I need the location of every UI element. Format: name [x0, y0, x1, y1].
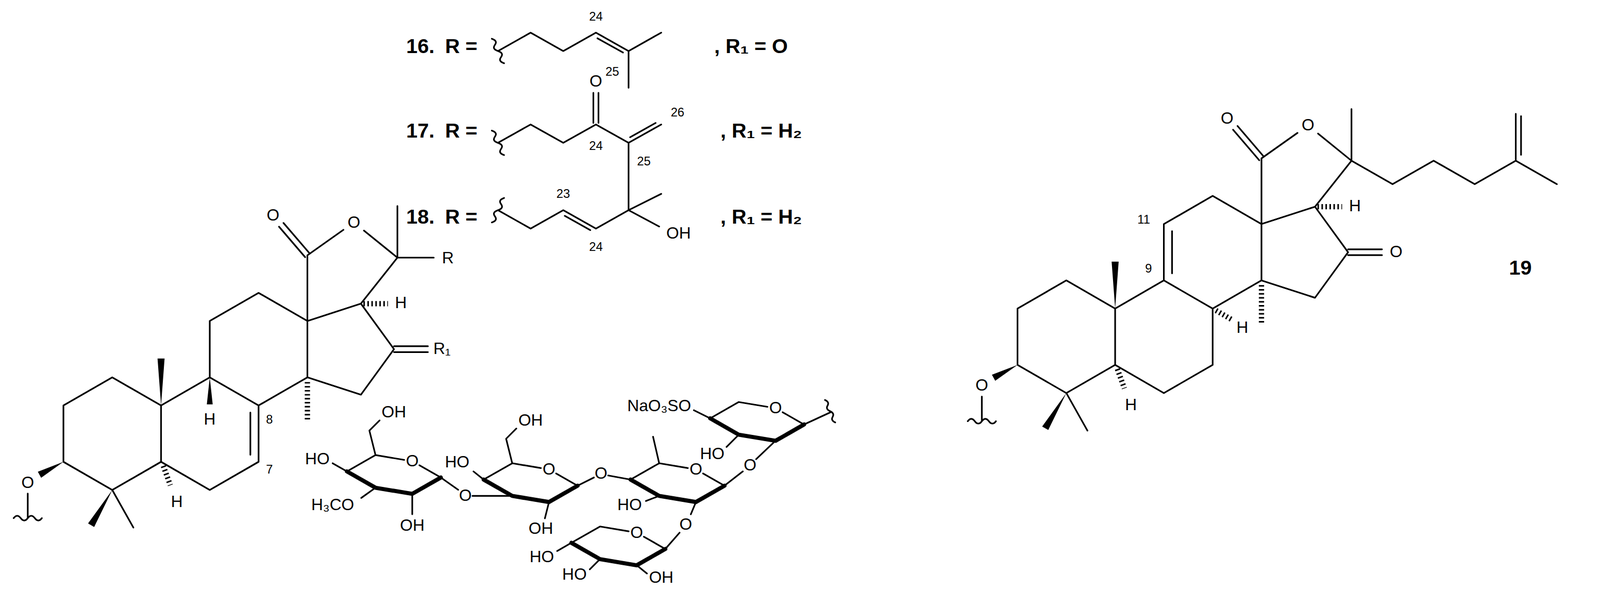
compound-number: 16.: [406, 35, 435, 57]
atom-label: O: [679, 516, 693, 533]
aglycone-16-18: [13, 206, 434, 528]
hashed-bonds: [1117, 206, 1342, 389]
atom-label: O: [1220, 110, 1234, 127]
bond-lines: [967, 109, 1557, 431]
atom-label: O: [21, 474, 35, 492]
atom-label: HO: [305, 450, 330, 468]
aglycone-19: [967, 109, 1557, 431]
atom-label: O: [630, 524, 644, 542]
atom-label: H: [171, 493, 183, 511]
compound-number: 19: [1509, 257, 1532, 278]
substituent-formula: , R₁ = O: [714, 35, 788, 57]
atom-label: H: [204, 411, 216, 428]
atom-label: H: [395, 295, 408, 312]
atom-label: O: [1301, 117, 1315, 134]
atom-label: OH: [528, 520, 554, 537]
atom-label: O: [347, 214, 361, 231]
substituent-formula: R =: [445, 120, 478, 142]
locant-number: 7: [265, 462, 273, 476]
substituent-formula: R =: [445, 35, 478, 57]
atom-label: HO: [529, 548, 555, 566]
compound-number: 18.: [406, 206, 435, 227]
atom-label: O: [266, 207, 280, 224]
locant-number: 26: [670, 106, 685, 119]
atom-label: O: [459, 487, 473, 505]
atom-label: H: [1349, 198, 1361, 215]
side-chains: [491, 32, 662, 230]
locant-number: 24: [588, 10, 603, 23]
atom-label: O: [542, 461, 556, 478]
compound-number: 17.: [406, 120, 435, 142]
locant-number: 25: [636, 155, 651, 168]
atom-label: O: [594, 465, 608, 482]
atom-label: R: [442, 249, 454, 266]
atom-label: O: [406, 452, 419, 470]
atom-label: O: [689, 461, 703, 478]
atom-label: HO: [562, 566, 587, 583]
atom-label: O: [589, 73, 603, 91]
atom-label: HO: [699, 445, 725, 463]
wedge-bonds: [37, 358, 213, 528]
atom-label: H₃CO: [311, 496, 355, 514]
bond-lines: [13, 206, 434, 528]
atom-label: OH: [648, 569, 674, 586]
atom-label: OH: [666, 225, 692, 243]
substituent-formula: R =: [445, 206, 478, 227]
side-chain-bonds: [491, 32, 662, 230]
atom-label: NaO₃SO: [627, 397, 692, 415]
substituent-formula: , R₁ = H₂: [720, 206, 802, 227]
locant-number: 8: [265, 413, 273, 426]
atom-label: HO: [444, 453, 470, 471]
sugar-substituent-bonds: [332, 399, 836, 574]
locant-number: 24: [588, 240, 603, 254]
locant-number: 11: [1137, 213, 1151, 226]
locant-number: 9: [1144, 262, 1152, 276]
atom-label: OH: [518, 412, 544, 429]
hashed-bonds: [163, 303, 389, 486]
substituent-formula: , R₁ = H₂: [720, 120, 802, 142]
atom-label: HO: [617, 496, 643, 514]
atom-label: H: [1124, 396, 1137, 414]
atom-label: OH: [381, 403, 407, 421]
atom-label: O: [743, 457, 757, 474]
wedge-bonds: [991, 261, 1119, 431]
atom-label: H: [1236, 318, 1249, 336]
locant-number: 25: [605, 65, 619, 78]
atom-label: O: [769, 399, 783, 417]
sugar-ring-front-bonds: [346, 418, 804, 566]
atom-label: R₁: [433, 341, 451, 358]
sugar-chain: [332, 399, 836, 574]
locant-number: 24: [588, 139, 603, 153]
atom-label: O: [975, 377, 989, 395]
atom-label: O: [1389, 244, 1403, 261]
locant-number: 23: [556, 187, 570, 200]
atom-label: OH: [399, 517, 425, 534]
sugar-ring-back-bonds: [346, 401, 804, 549]
